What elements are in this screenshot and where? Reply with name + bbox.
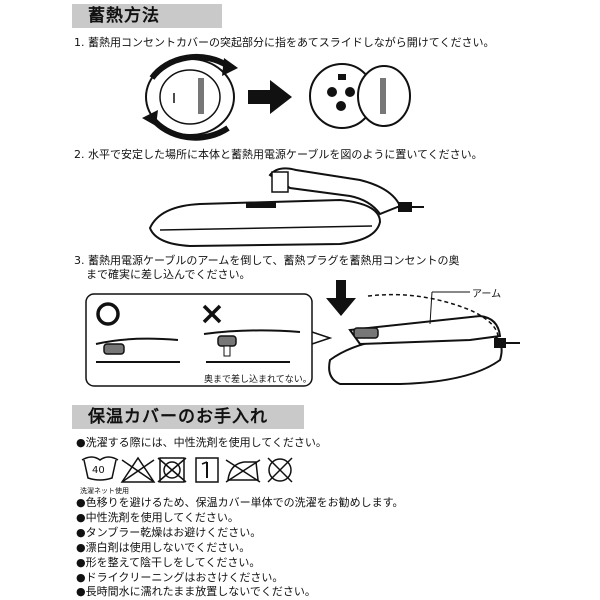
care-bullet: ●色移りを避けるため、保温カバー単体での洗濯をお勧めします。 xyxy=(76,496,404,509)
iron-body-with-cable-illustration xyxy=(148,167,424,248)
arm-down-illustration xyxy=(328,291,520,385)
wash-40-icon xyxy=(81,456,119,481)
section-title-text: 蓄熱方法 xyxy=(88,6,160,26)
step-1-text: 1. 蓄熱用コンセントカバーの突起部分に指をあてスライドしながら開けてください。 xyxy=(74,36,495,49)
care-bullet: ●中性洗剤を使用してください。 xyxy=(76,511,239,524)
care-intro: ●洗濯する際には、中性洗剤を使用してください。 xyxy=(76,436,327,449)
care-bullet: ●ドライクリーニングはおさけください。 xyxy=(76,571,284,584)
no-iron-icon xyxy=(225,459,261,483)
section-title-cover-care: 保温カバーのお手入れ xyxy=(72,405,304,429)
down-arrow-icon xyxy=(326,280,356,316)
care-bullet: ●タンブラー乾燥はお避けください。 xyxy=(76,526,262,539)
right-arrow-icon xyxy=(248,80,292,114)
care-bullet: ●形を整えて陰干しをしてください。 xyxy=(76,556,261,569)
not-inserted-note: 奥まで差し込まれてない。 xyxy=(204,375,312,385)
step-2-text: 2. 水平で安定した場所に本体と蓄熱用電源ケーブルを図のように置いてください。 xyxy=(74,148,483,161)
outlet-cover-open-illustration xyxy=(309,63,411,129)
arm-label: アーム xyxy=(472,289,502,300)
correct-example-panel xyxy=(85,293,333,387)
wash-temperature: 40 xyxy=(92,465,105,476)
outlet-cover-closed-illustration xyxy=(142,53,238,141)
line-dry-icon xyxy=(195,457,219,483)
step-3-text-line1: 3. 蓄熱用電源ケーブルのアームを倒して、蓄熱プラグを蓄熱用コンセントの奥 xyxy=(74,254,460,267)
wash-net-label: 洗濯ネット使用 xyxy=(80,487,129,495)
section-title-text: 保温カバーのお手入れ xyxy=(88,407,268,427)
step-3-text-line2: まで確実に差し込んでください。 xyxy=(86,268,251,281)
no-tumble-dry-icon xyxy=(157,457,187,483)
no-bleach-icon xyxy=(120,456,156,483)
no-dryclean-icon xyxy=(267,457,293,483)
section-title-heat-storage: 蓄熱方法 xyxy=(72,4,222,28)
care-bullet: ●長時間水に濡れたまま放置しないでください。 xyxy=(76,585,316,598)
care-bullet: ●漂白剤は使用しないでください。 xyxy=(76,541,251,554)
